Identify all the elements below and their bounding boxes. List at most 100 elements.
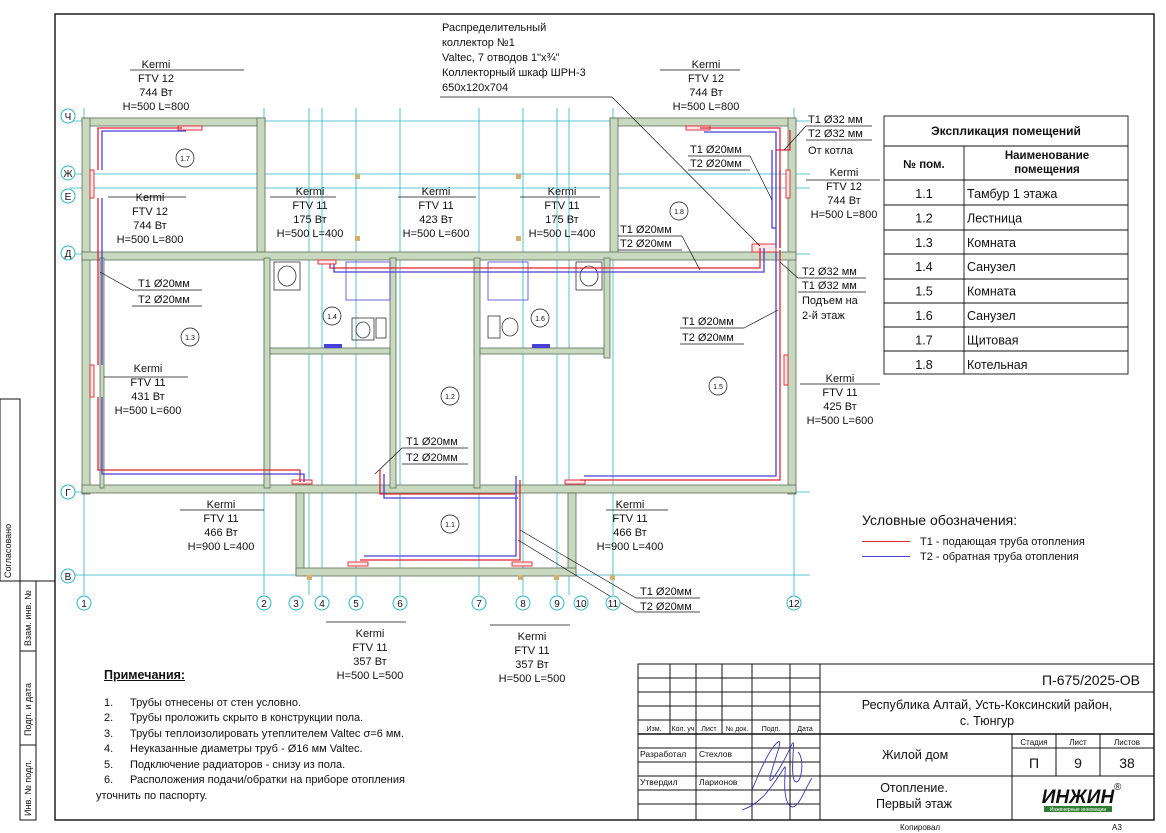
stamp-format: А3 <box>1112 823 1122 832</box>
side-stamp <box>0 398 55 821</box>
note-item: 3.Трубы теплоизолировать утеплителем Val… <box>104 727 405 743</box>
radiator-power: 431 Вт <box>131 391 164 403</box>
axis-number: 2 <box>261 599 267 610</box>
radiator-size: H=900 L=400 <box>188 541 255 553</box>
sheet-frame <box>54 13 1155 821</box>
radiator-size: H=500 L=500 <box>499 673 566 685</box>
radiator-power: 357 Вт <box>515 659 548 671</box>
explication-room-num: 1.4 <box>915 260 932 274</box>
collector-note-line-3: Valtec, 7 отводов 1"х¾" <box>442 52 560 64</box>
legend-title: Условные обозначения: <box>862 512 1018 528</box>
stamp-stage-head: Стадия <box>1020 738 1047 747</box>
radiator-size: H=500 L=800 <box>123 101 190 113</box>
axis-bubble <box>288 595 304 611</box>
radiator-size: H=500 L=500 <box>337 670 404 682</box>
stamp-copied: Копировал <box>900 823 940 832</box>
radiator-brand: Kermi <box>830 167 859 179</box>
room-tag-circle <box>322 306 342 326</box>
axis-bubble <box>573 595 589 611</box>
note-item: 4.Неуказанные диаметры труб - Ø16 мм Val… <box>104 742 405 758</box>
explication-room-name: Санузел <box>967 309 1016 323</box>
stamp-stage-value: 9 <box>1074 755 1082 771</box>
leader-lines <box>99 69 880 626</box>
stamp-col-head: Подп. <box>762 726 781 733</box>
radiator-power: 357 Вт <box>353 656 386 668</box>
axis-bubble <box>549 595 565 611</box>
room-tag-circle <box>180 327 200 347</box>
logo-subtitle: Инженерные инновации <box>1050 807 1106 813</box>
radiator-size: H=500 L=600 <box>403 228 470 240</box>
axis-bubble <box>60 245 76 261</box>
radiator-model: FTV 12 <box>826 181 862 193</box>
explication-room-name: Котельная <box>967 358 1028 372</box>
explication-room-name: Санузел <box>967 260 1016 274</box>
logo-reg: ® <box>1114 782 1122 793</box>
radiator-brand: Kermi <box>616 499 645 511</box>
collector-note-line-1: Распределительный <box>442 22 546 34</box>
radiator-power: 423 Вт <box>419 214 452 226</box>
stamp-person: Стехлов <box>699 749 733 759</box>
radiator-size: H=500 L=800 <box>811 209 878 221</box>
radiator-power: 175 Вт <box>545 214 578 226</box>
stamp-stage-head: Лист <box>1069 738 1087 747</box>
explication-head-num: № пом. <box>903 159 945 171</box>
pipe-label: T1 Ø20мм <box>690 144 742 156</box>
radiator-power: 744 Вт <box>133 220 166 232</box>
stamp-location-1: Республика Алтай, Усть-Коксинский район, <box>862 698 1112 712</box>
axis-bubble <box>392 595 408 611</box>
axis-bubble <box>786 595 802 611</box>
explication-title: Экспликация помещений <box>931 124 1081 138</box>
stamp-sheet-title-1: Отопление. <box>880 781 948 795</box>
axis-grid <box>70 108 810 595</box>
pipe-label: T1 Ø20мм <box>682 316 734 328</box>
axis-bubble <box>256 595 272 611</box>
axis-bubble <box>76 595 92 611</box>
explication-table <box>883 115 1129 375</box>
pipe-label: T2 Ø20мм <box>690 158 742 170</box>
axis-number: 6 <box>397 599 403 610</box>
explication-room-name: Комната <box>967 285 1016 299</box>
axis-bubble <box>60 108 76 124</box>
stamp-col-head: Кол. уч <box>672 726 695 733</box>
logo-text: ИНЖИН <box>1042 787 1116 808</box>
legend-item-supply: Т1 - подающая труба отопления <box>862 534 1085 549</box>
stamp-stage-head: Листов <box>1114 738 1140 747</box>
radiator-brand: Kermi <box>136 192 165 204</box>
pipe-label: T2 Ø20мм <box>406 452 458 464</box>
axis-bubble <box>348 595 364 611</box>
notes-title: Примечания: <box>104 668 186 682</box>
stamp-person: Ларионов <box>699 777 738 787</box>
legend-label-return: Т2 - обратная труба отопления <box>920 550 1079 563</box>
explication-room-num: 1.2 <box>915 211 932 225</box>
pipe-label: T2 Ø20мм <box>682 332 734 344</box>
radiator-model: FTV 12 <box>132 206 168 218</box>
stamp-col-head: Изм. <box>647 726 662 733</box>
signature <box>741 741 813 811</box>
note-item: 6.Расположения подачи/обратки на приборе… <box>104 773 405 789</box>
door-markers <box>307 174 615 580</box>
title-block <box>637 663 1155 821</box>
stamp-stage-value: 38 <box>1119 755 1135 771</box>
axis-number: 10 <box>575 599 587 610</box>
axis-bubble <box>60 568 76 584</box>
pipe-label: T2 Ø32 мм <box>808 128 863 140</box>
stamp-role: Разработал <box>640 749 686 759</box>
pipe-label: T1 Ø32 мм <box>802 280 857 292</box>
note-text: Подключение радиаторов - снизу из пола. <box>130 758 346 771</box>
axis-number: 11 <box>608 599 619 610</box>
pipe-label: T1 Ø20мм <box>640 586 692 598</box>
axis-bubble <box>314 595 330 611</box>
company-logo: ИНЖИН ® Инженерные инновации <box>1042 782 1122 813</box>
axis-bubble <box>605 595 621 611</box>
side-stamp-sign: Подп. и дата <box>23 683 33 736</box>
pipe-label: T1 Ø20мм <box>620 224 672 236</box>
radiator-power: 744 Вт <box>827 195 860 207</box>
explication-room-name: Тамбур 1 этажа <box>967 187 1057 201</box>
